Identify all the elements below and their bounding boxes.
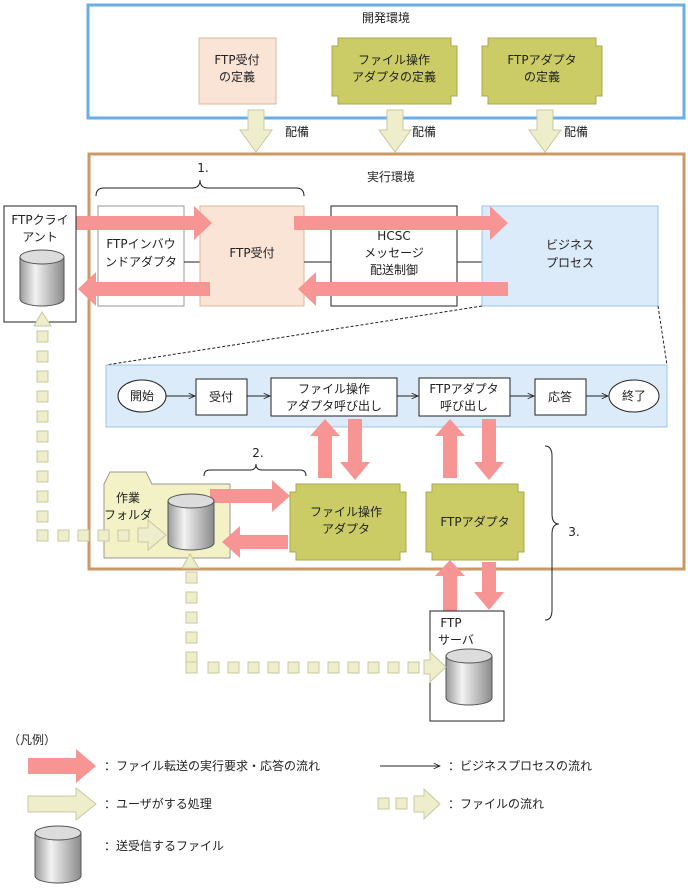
inbound-adapter-label-2: ンドアダプタ [105,254,177,269]
flow-ftp-adapter-call-label-1: FTPアダプタ [429,381,498,396]
file-op-adapter-def-label-2: アダプタの定義 [352,69,436,84]
ftp-reception-def-label-1: FTP受付 [214,53,259,67]
work-folder-label-2: フォルダ [104,507,152,522]
arrow-ftp-adapter-down [474,419,504,480]
legend-dashed-arrow-label: ：ファイルの流れ [448,797,544,811]
business-process-box [481,205,659,307]
arrow-fileop-adapter-up [310,419,340,478]
flow-response-label: 応答 [548,389,572,404]
flow-file-op-call-label-2: アダプタ呼び出し [286,398,382,413]
file-flow-folder-to-server [181,553,447,684]
file-op-adapter-def-label-1: ファイル操作 [358,52,430,67]
request-arrow-client-to-reception [76,206,212,240]
zoom-line-left [105,305,483,366]
inbound-adapter-label-1: FTPインバウ [106,237,175,251]
ftp-reception-label: FTP受付 [229,246,274,260]
flow-response-node [534,378,587,416]
file-op-adapter-box [289,483,407,561]
ftp-adapter-def-box [481,37,603,105]
legend-thin-arrow-label: ：ビジネスプロセスの流れ [448,759,592,773]
flow-end-node [608,379,660,413]
ftp-adapter-def-label-1: FTPアダプタ [507,52,576,67]
deploy-arrow-3 [528,109,562,153]
arrow-server-to-ftp-adapter [435,560,465,612]
business-process-label-1: ビジネス [546,238,594,252]
bracket-1 [95,179,305,197]
file-op-adapter-label-2: アダプタ [322,521,370,536]
file-op-adapter-def-box [331,37,458,105]
hcsc-label-2: メッセージ [364,246,424,260]
dev-env-title: 開発環境 [362,10,410,25]
arrow-ftp-adapter-to-server [474,562,504,610]
legend-dashed-arrow-icon [377,787,441,821]
bracket-3-label: 3. [568,525,579,539]
ftp-reception-def-box [198,37,277,105]
ftp-server-file-icon [445,648,493,706]
deploy-label-2: 配備 [412,124,436,139]
deploy-label-3: 配備 [564,124,588,139]
flow-ftp-adapter-call-node [418,377,511,417]
ftp-adapter-def-label-2: の定義 [524,69,560,84]
business-process-label-2: プロセス [546,256,594,270]
flow-file-op-call-label-1: ファイル操作 [298,381,370,396]
hcsc-label-1: HCSC [377,229,410,243]
flow-ftp-adapter-call-label-2: 呼び出し [440,399,488,413]
ftp-adapter-box [425,483,525,561]
ftp-server-label-2: サーバ [438,633,474,647]
legend-yellow-arrow-icon [27,786,97,822]
request-arrow-reception-to-bp [294,206,508,240]
legend-cylinder-icon [34,825,82,884]
deploy-label-1: 配備 [285,124,309,139]
file-op-adapter-label-1: ファイル操作 [310,504,382,519]
flow-receive-label: 受付 [209,390,233,404]
bracket-2 [203,463,307,477]
arrow-fileop-adapter-down [340,419,370,480]
flow-end-label: 終了 [622,388,646,403]
bracket-1-label: 1. [197,161,208,175]
ftp-reception-def-label-2: の定義 [219,69,255,84]
response-arrow-reception-to-client [78,272,210,306]
legend-cylinder-label: ：送受信するファイル [104,838,224,853]
ftp-adapter-label: FTPアダプタ [440,514,509,529]
flow-file-op-call-node [270,377,398,417]
response-arrow-bp-to-reception [298,272,508,306]
legend-red-arrow-label: ：ファイル転送の実行要求・応答の流れ [104,758,320,773]
flow-start-label: 開始 [130,389,154,403]
work-folder-label-1: 作業 [116,491,140,505]
bracket-2-label: 2. [252,446,263,460]
flow-receive-node [195,378,248,416]
ftp-reception-box [199,205,305,307]
deploy-arrow-2 [378,109,412,153]
ftp-client-label-2: アント [22,230,58,244]
deploy-arrow-1 [239,109,273,153]
bracket-3 [544,445,560,621]
arrow-ftp-adapter-up [435,419,465,478]
ftp-server-label-1: FTP [440,616,461,630]
arrow-folder-to-adapter [210,480,290,512]
legend-title: （凡例） [8,733,56,747]
work-folder-file-icon [167,493,215,551]
hcsc-label-3: 配送制御 [370,262,418,277]
arrow-adapter-to-folder [222,526,288,558]
legend-yellow-arrow-label: ：ユーザがする処理 [104,796,212,811]
file-flow-client-to-folder [33,311,167,552]
exec-env-title: 実行環境 [367,169,415,184]
ftp-client-file-icon [19,249,65,307]
ftp-client-label-1: FTPクライ [11,213,68,227]
legend-red-arrow-icon [28,749,96,783]
